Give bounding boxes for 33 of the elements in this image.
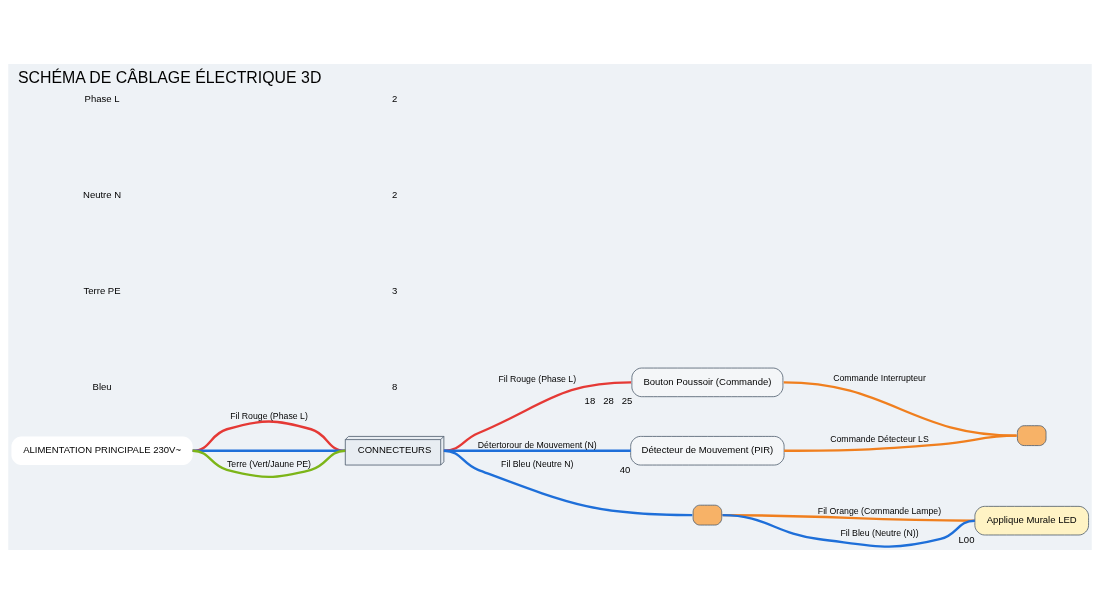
connector [443,381,632,452]
edge-label: Détertorour de Mouvement (N) [477,440,597,451]
label: 3 [391,285,398,297]
connector [443,449,693,517]
node-box: ALIMENTATION PRINCIPALE 230V~ [11,436,193,466]
diagram-title: SCHÉMA DE CÂBLAGE ÉLECTRIQUE 3D [17,69,322,87]
label: Phase L [84,92,120,104]
edge-label: Fil Rouge (Phase L) [230,410,308,421]
connector [784,434,1017,452]
node-box: Détecteur de Mouvement (PIR) [630,436,785,466]
node-box [1017,425,1047,446]
edge-label: Fil Bleu (Neutre N) [501,459,574,470]
edge-label: Commande Interrupteur [833,373,926,384]
node-box: Bouton Poussoir (Commande) [631,367,784,398]
node-label: L00 [958,533,975,545]
edge-label: Fil Rouge (Phase L) [498,374,577,385]
node-box: Applique Murale LED [974,505,1089,536]
edge-label: Fil Bleu (Neutre (N)) [840,528,919,539]
label: 8 [391,381,398,393]
label: Terre PE [83,285,121,297]
edge-label: Terre (Vert/Jaune PE) [227,459,311,470]
node-label: 18 28 25 [584,395,633,407]
connector [192,420,346,452]
label: 2 [391,189,398,201]
connector [192,449,346,479]
connector [722,513,975,548]
node-label: 40 [619,463,631,475]
label: Bleu [92,381,112,393]
label: Neutre N [83,189,122,201]
label: 2 [391,92,398,104]
node-box [692,504,723,526]
edge-label: Fil Orange (Commande Lampe) [817,506,942,517]
edge-label: Commande Détecteur LS [830,433,929,444]
